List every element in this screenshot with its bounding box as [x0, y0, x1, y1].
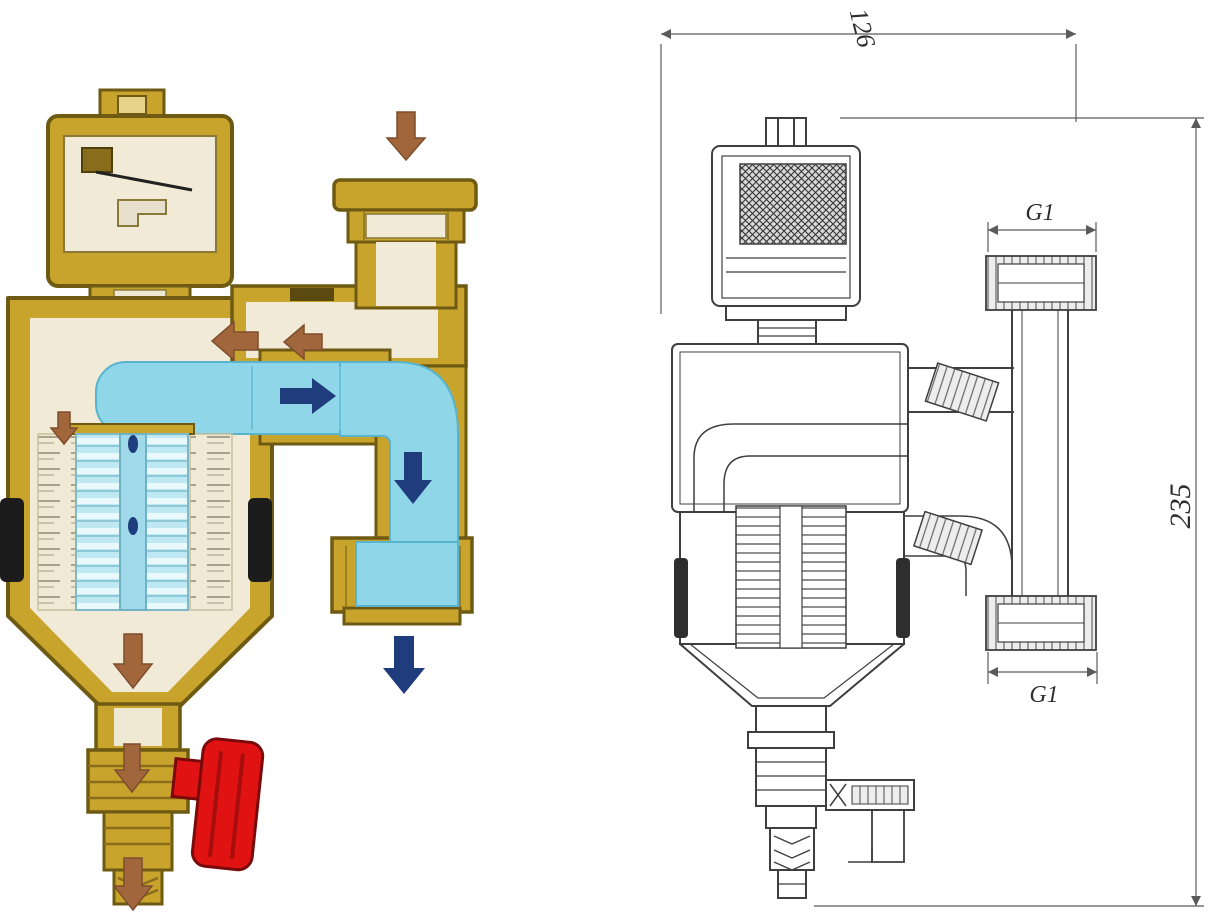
air-vent-canister — [46, 88, 234, 320]
filter-mesh — [37, 423, 233, 611]
dirt-particle — [128, 435, 138, 453]
water-flow-arrows — [280, 378, 432, 694]
union-nut-lower — [912, 510, 984, 566]
drawing-magnet-left — [674, 558, 688, 638]
channel-arrow-outer — [210, 320, 259, 362]
water-flow-channel — [95, 361, 459, 607]
engineering-drawing: 126 235 G1 G1 — [660, 5, 1204, 907]
drawing-side-piping — [904, 255, 1097, 651]
union-nut-upper — [924, 362, 1000, 422]
dim-g1-top-label: G1 — [1025, 200, 1054, 226]
brand-plaque — [290, 288, 334, 301]
settle-arrow-bottom — [112, 857, 154, 912]
outlet-arrow-downpipe — [394, 452, 432, 504]
drain-side-arm — [825, 779, 915, 811]
valve-cross-mark — [829, 783, 847, 807]
drawing-magnet-right — [896, 558, 910, 638]
magnet-right — [248, 498, 272, 582]
dim-g1-bottom-label: G1 — [1029, 682, 1058, 708]
settle-arrow-drain — [113, 743, 151, 794]
outlet-arrow-right — [280, 378, 336, 414]
float-valve-seat — [81, 147, 113, 173]
dirt-flow-arrows — [49, 111, 427, 912]
settle-arrow-funnel — [112, 633, 154, 690]
inlet-tee — [332, 178, 478, 310]
outlet-arrow-exit — [383, 636, 425, 694]
dirt-particle — [128, 517, 138, 535]
drain-valve-handle — [170, 737, 265, 872]
drawing-air-vent — [711, 117, 861, 345]
drawing-filter-mesh — [735, 505, 847, 649]
float-block-hatched — [739, 163, 847, 245]
channel-arrow-inner — [282, 323, 323, 361]
dim-width-label: 126 — [844, 5, 882, 50]
float-lever — [95, 170, 193, 192]
magnet-left — [0, 498, 24, 582]
dimension-annotations: 126 235 G1 G1 — [660, 5, 1204, 907]
drawing-drain — [747, 705, 915, 899]
cutaway-illustration — [0, 88, 478, 912]
dim-height-label: 235 — [1164, 484, 1197, 529]
inlet-arrow — [385, 111, 427, 162]
settle-arrow-top — [49, 411, 79, 446]
